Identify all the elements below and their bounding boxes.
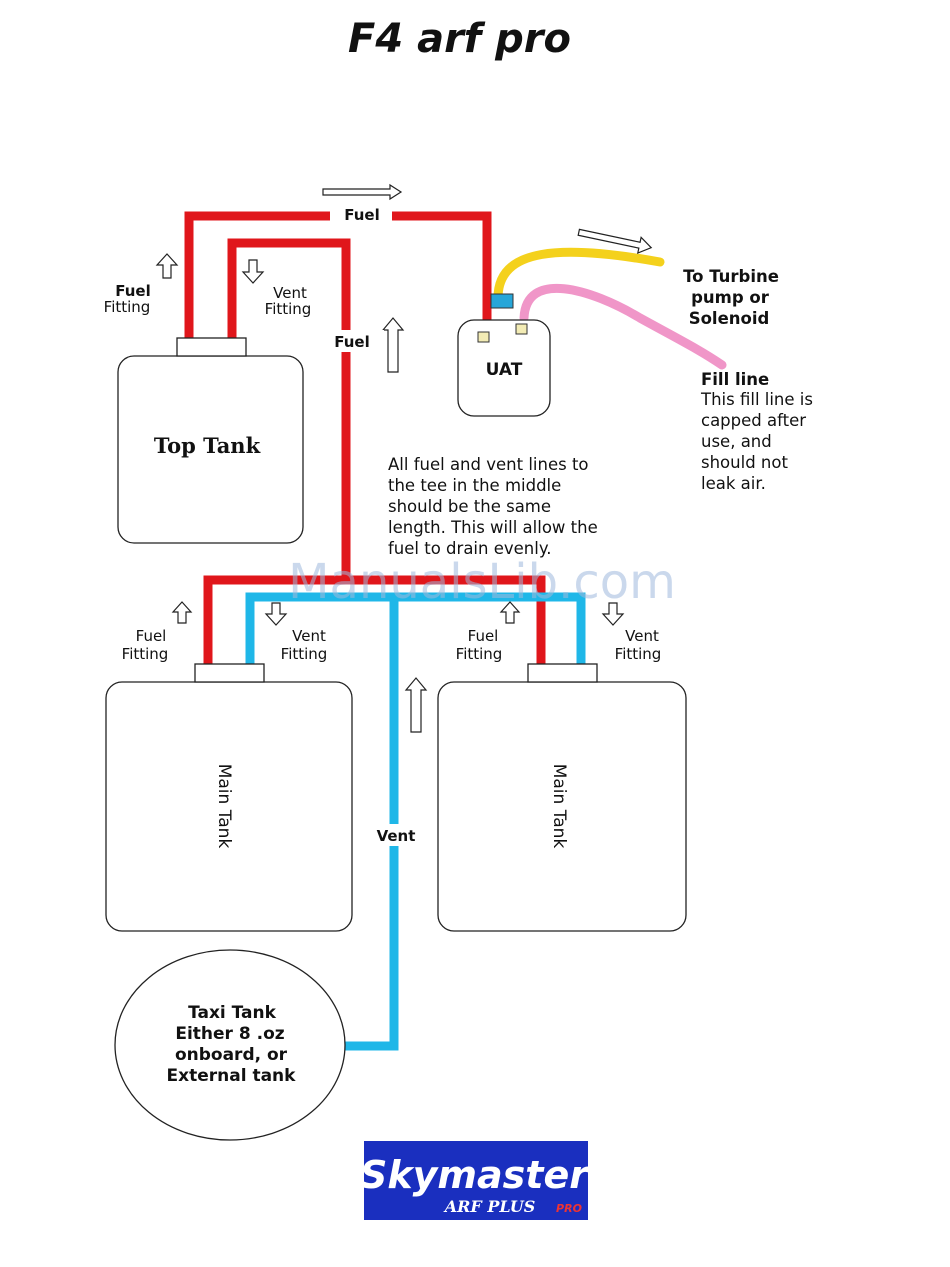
vent-line-to-taxi <box>344 597 399 1051</box>
arrow-down-icon <box>241 259 265 284</box>
left-vent-fitting-label-1: Vent <box>292 627 326 645</box>
main-tank-left-cap <box>194 663 265 683</box>
vent-line-left-main <box>245 592 394 666</box>
right-fuel-fitting-label-2: Fitting <box>456 645 503 663</box>
arrow-up-icon <box>499 601 521 624</box>
logo-brand: Skymaster <box>360 1153 590 1197</box>
vent-lines <box>245 592 586 1051</box>
arrow-down-icon <box>264 602 288 626</box>
arrow-down-icon <box>601 602 625 626</box>
fuel-label-bg <box>330 204 392 226</box>
fuel-line-label-top: Fuel <box>344 206 380 224</box>
top-vent-fitting-label-2: Fitting <box>265 300 312 318</box>
right-vent-fitting-label-1: Vent <box>625 627 659 645</box>
taxi-tank-line-1: Taxi Tank <box>188 1003 277 1023</box>
vent-label-bg <box>364 824 428 846</box>
turbine-label-line-3: Solenoid <box>689 309 770 328</box>
uat-label: UAT <box>486 360 523 380</box>
right-fuel-fitting-label-1: Fuel <box>468 627 499 645</box>
fill-line-text-1: This fill line is <box>700 390 813 409</box>
fuel-mid-label-bg <box>320 330 384 352</box>
taxi-tank-line-4: External tank <box>167 1066 297 1086</box>
turbine-label-line-1: To Turbine <box>683 267 779 286</box>
fill-line-text-3: use, and <box>701 432 772 451</box>
arrow-right-turbine-icon <box>577 228 653 254</box>
note-line-2: the tee in the middle <box>388 476 561 495</box>
skymaster-logo: Skymaster ARF PLUS PRO <box>360 1141 590 1220</box>
arrow-up-icon <box>171 601 193 624</box>
left-vent-fitting-label-2: Fitting <box>281 645 328 663</box>
page-title: F4 arf pro <box>348 16 571 62</box>
fuel-line-top-vent-to-tee <box>227 238 351 582</box>
arrow-right-fuel-icon <box>322 183 403 201</box>
right-vent-fitting-label-2: Fitting <box>615 645 662 663</box>
taxi-tank-line-3: onboard, or <box>175 1045 288 1065</box>
fuel-line-right-main <box>346 575 546 666</box>
note-line-5: fuel to drain evenly. <box>388 539 551 558</box>
fill-line-text-4: should not <box>701 453 788 472</box>
fill-line-text-5: leak air. <box>701 474 766 493</box>
fuel-line-left-main <box>203 575 346 666</box>
uat-turbine-port <box>490 293 514 309</box>
main-tank-right-cap <box>527 663 598 683</box>
taxi-tank-line-2: Either 8 .oz <box>175 1024 284 1044</box>
main-tank-left-label: Main Tank <box>214 764 234 849</box>
watermark: ManualsLib.com <box>288 554 676 610</box>
left-fuel-fitting-label-2: Fitting <box>122 645 169 663</box>
vent-line-right-main <box>394 592 586 666</box>
left-fuel-fitting-label-1: Fuel <box>136 627 167 645</box>
uat-tank <box>457 319 551 417</box>
vent-line-label: Vent <box>377 827 416 845</box>
logo-tag: PRO <box>556 1202 582 1215</box>
taxi-tank <box>114 949 346 1141</box>
uat-fuel-port <box>477 331 490 343</box>
note-line-4: length. This will allow the <box>388 518 598 537</box>
arrow-up-icon <box>404 677 428 733</box>
main-tank-right-label: Main Tank <box>549 764 569 849</box>
turbine-line <box>493 247 665 303</box>
uat-fill-port <box>515 323 528 335</box>
fill-line <box>519 283 727 370</box>
note-line-3: should be the same <box>388 497 551 516</box>
note-line-1: All fuel and vent lines to <box>388 455 589 474</box>
fill-line-text-2: capped after <box>701 411 806 430</box>
arrow-up-icon <box>381 317 405 373</box>
top-tank-label: Top Tank <box>154 433 261 458</box>
fuel-line-label-mid: Fuel <box>334 333 370 351</box>
top-fuel-fitting-label-2: Fitting <box>104 298 151 316</box>
top-tank-cap <box>176 337 247 357</box>
fill-line-heading: Fill line <box>701 370 769 389</box>
arrow-up-icon <box>155 253 179 279</box>
turbine-label-line-2: pump or <box>691 288 770 307</box>
top-vent-fitting-label-1: Vent <box>273 284 307 302</box>
logo-background <box>364 1141 588 1220</box>
top-fuel-fitting-label-1: Fuel <box>115 282 151 300</box>
logo-sub: ARF PLUS <box>443 1197 536 1216</box>
